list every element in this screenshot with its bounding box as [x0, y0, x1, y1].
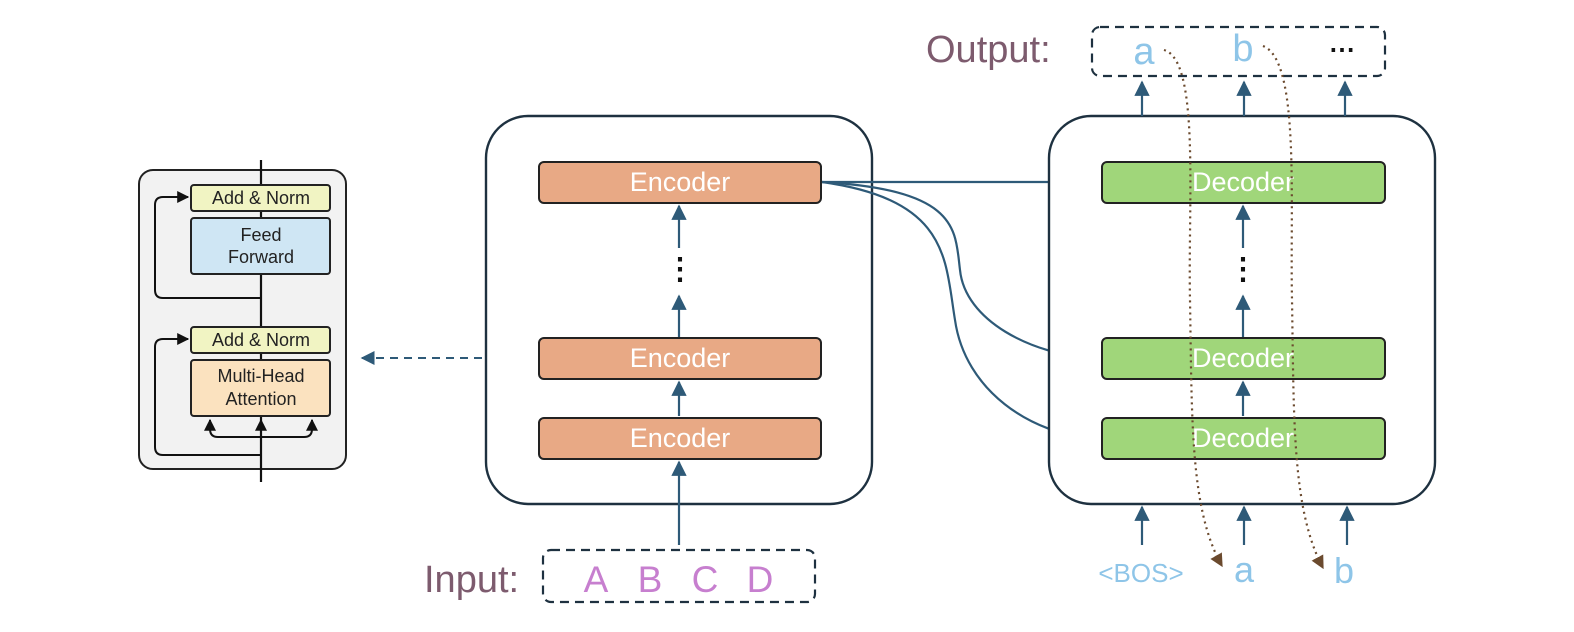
- residual-connection-bottom: [154, 333, 261, 456]
- sublayer-detail: Add & Norm Feed Forward Add & Norm Multi…: [138, 160, 347, 482]
- encoder-stack: Encoder ⋮ Encoder Encoder: [484, 114, 874, 545]
- cross-link-middle: [821, 180, 1100, 366]
- sublayer-frame: [138, 169, 347, 470]
- decoder-input-a: a: [1234, 549, 1255, 590]
- encoder-label-top: Encoder: [630, 167, 731, 197]
- input-token-box: [541, 548, 817, 604]
- encoder-label-middle: Encoder: [630, 343, 731, 373]
- input-token-b: B: [638, 559, 663, 600]
- residual-connection-top: [154, 191, 261, 299]
- encoder-ellipsis: ⋮: [665, 253, 695, 286]
- decoder-box-bottom: [1101, 417, 1386, 460]
- decoder-inputs: <BOS> a b: [1098, 549, 1354, 591]
- input-token-c: C: [692, 559, 719, 600]
- encoder-label-bottom: Encoder: [630, 423, 731, 453]
- decoder-input-bos: <BOS>: [1098, 558, 1183, 588]
- attention-input-left: [204, 418, 261, 438]
- output-token-box: [1090, 25, 1387, 78]
- input-group: Input: A B C D: [424, 548, 817, 604]
- output-token-ellipsis: ⋯: [1329, 34, 1355, 64]
- decoder-stack: Decoder ⋮ Decoder Decoder: [1047, 80, 1437, 545]
- input-token-d: D: [747, 559, 774, 600]
- output-token-b: b: [1232, 28, 1253, 70]
- feed-forward-label-1: Feed: [240, 225, 281, 245]
- input-label: Input:: [424, 559, 519, 601]
- encoder-box-top: [538, 161, 822, 204]
- add-norm-bottom-box: [190, 326, 331, 354]
- decoder-box-top: [1101, 161, 1386, 204]
- add-norm-bottom-label: Add & Norm: [212, 330, 310, 350]
- decoder-label-top: Decoder: [1192, 167, 1294, 197]
- output-group: Output: a b ⋯: [926, 25, 1387, 78]
- mha-label-2: Attention: [225, 389, 296, 409]
- decoder-box-middle: [1101, 337, 1386, 380]
- add-norm-top-label: Add & Norm: [212, 188, 310, 208]
- feed-forward-label-2: Forward: [228, 247, 294, 267]
- cross-link-bottom: [821, 180, 1100, 446]
- add-norm-top-box: [190, 184, 331, 212]
- mha-label-1: Multi-Head: [217, 366, 304, 386]
- decoder-label-bottom: Decoder: [1192, 423, 1294, 453]
- encoder-box-bottom: [538, 417, 822, 460]
- input-token-a: A: [584, 559, 609, 600]
- feed-forward-box: [190, 217, 331, 275]
- multi-head-attention-box: [190, 359, 331, 417]
- decoder-ellipsis: ⋮: [1228, 253, 1258, 286]
- output-label: Output:: [926, 29, 1051, 71]
- decoder-input-b: b: [1334, 550, 1354, 591]
- decoder-label-middle: Decoder: [1192, 343, 1294, 373]
- output-token-a: a: [1133, 31, 1155, 73]
- encoder-box-middle: [538, 337, 822, 380]
- attention-input-right: [261, 418, 318, 438]
